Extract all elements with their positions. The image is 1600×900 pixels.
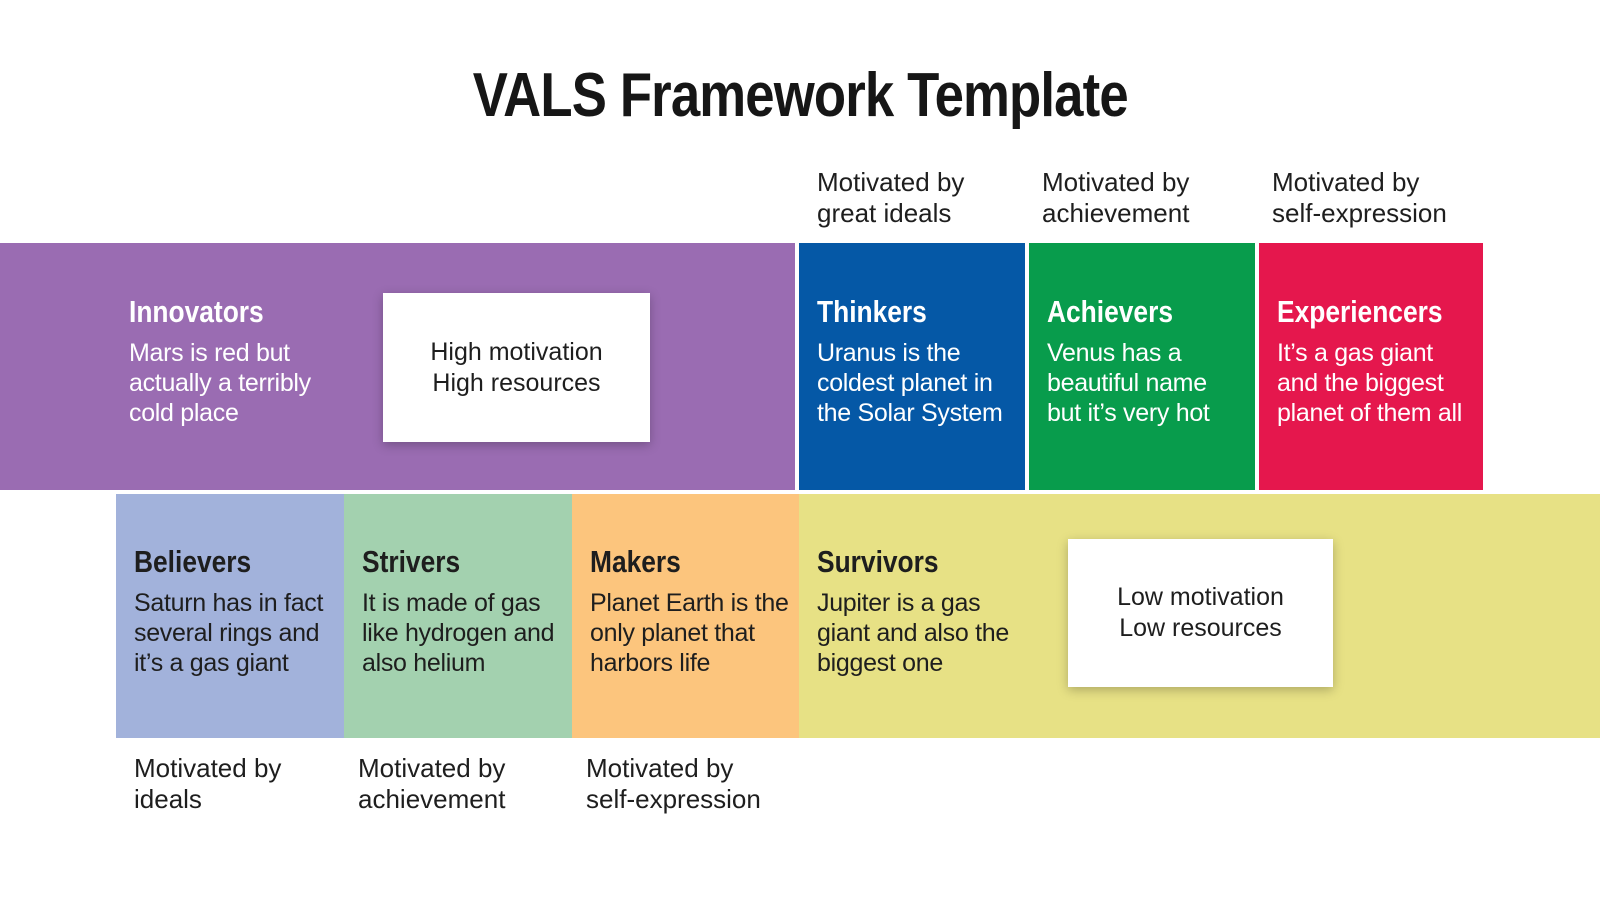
top-axis-label-achievement: Motivated by achievement [1042, 167, 1190, 228]
segment-believers-name: Believers [134, 544, 252, 579]
segment-survivors-description: Jupiter is a gas giant and also the bigg… [817, 589, 1009, 677]
segment-innovators-name: Innovators [129, 294, 264, 329]
segment-makers-description: Planet Earth is the only planet that har… [590, 589, 789, 677]
segment-survivors: Survivors Jupiter is a gas giant and als… [799, 494, 1600, 738]
top-axis-label-great-ideals: Motivated by great ideals [817, 167, 965, 228]
low-motivation-callout-text: Low motivation Low resources [1117, 583, 1284, 642]
segment-thinkers-name: Thinkers [817, 294, 927, 329]
segment-makers-name: Makers [590, 544, 681, 579]
high-motivation-callout: High motivation High resources [383, 293, 650, 442]
segment-achievers: Achievers Venus has a beautiful name but… [1029, 243, 1255, 490]
segment-believers: Believers Saturn has in fact several rin… [116, 494, 344, 738]
segment-strivers-name: Strivers [362, 544, 461, 579]
segment-survivors-name: Survivors [817, 544, 939, 579]
segment-experiencers-name: Experiencers [1277, 294, 1443, 329]
bottom-axis-label-ideals: Motivated by ideals [134, 753, 282, 814]
segment-innovators: Innovators Mars is red but actually a te… [0, 243, 795, 490]
segment-makers: Makers Planet Earth is the only planet t… [572, 494, 799, 738]
segment-thinkers: Thinkers Uranus is the coldest planet in… [799, 243, 1025, 490]
segment-achievers-name: Achievers [1047, 294, 1173, 329]
segment-innovators-description: Mars is red but actually a terribly cold… [129, 339, 311, 427]
segment-strivers-description: It is made of gas like hydrogen and also… [362, 589, 555, 677]
segment-achievers-description: Venus has a beautiful name but it’s very… [1047, 339, 1210, 427]
top-axis-label-self-expression: Motivated by self-expression [1272, 167, 1447, 228]
segment-experiencers-description: It’s a gas giant and the biggest planet … [1277, 339, 1462, 427]
segment-thinkers-description: Uranus is the coldest planet in the Sola… [817, 339, 1003, 427]
segment-strivers: Strivers It is made of gas like hydrogen… [344, 494, 572, 738]
low-motivation-callout: Low motivation Low resources [1068, 539, 1333, 687]
title-container: VALS Framework Template [0, 60, 1600, 132]
page-title: VALS Framework Template [472, 61, 1128, 130]
segment-experiencers: Experiencers It’s a gas giant and the bi… [1259, 243, 1483, 490]
high-motivation-callout-text: High motivation High resources [430, 337, 603, 397]
segment-believers-description: Saturn has in fact several rings and it’… [134, 589, 324, 677]
bottom-axis-label-achievement: Motivated by achievement [358, 753, 506, 814]
bottom-axis-label-self-expression: Motivated by self-expression [586, 753, 761, 814]
